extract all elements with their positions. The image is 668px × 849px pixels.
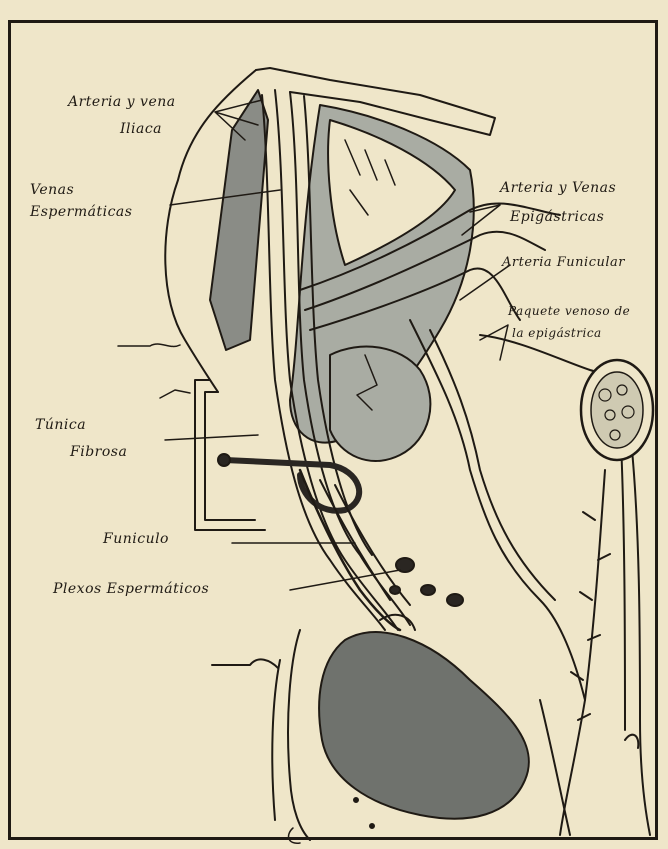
- label-arteria-venas-epigastricas-line1: Arteria y Venas: [500, 180, 616, 196]
- scrotal-outline: [288, 630, 310, 840]
- label-tunica-fibrosa-line2: Fibrosa: [70, 444, 127, 460]
- label-paquete-venoso-line1: Paquete venoso de: [508, 303, 630, 319]
- pointer-paquete: [480, 325, 508, 360]
- label-arteria-vena-iliaca-line2: Iliaca: [120, 121, 162, 137]
- left-bracket: [205, 392, 255, 520]
- iliac-band: [210, 90, 268, 350]
- fibrous-tunic-mass: [330, 347, 430, 461]
- funicular-artery: [410, 320, 585, 700]
- testis: [319, 632, 529, 819]
- label-venas-espermaticas-line1: Venas: [30, 182, 74, 198]
- label-arteria-funicular: Arteria Funicular: [502, 255, 625, 271]
- label-plexos-espermaticos: Plexos Espermáticos: [53, 581, 209, 597]
- pointer-tunica: [165, 435, 258, 440]
- label-arteria-vena-iliaca-line1: Arteria y vena: [68, 94, 176, 110]
- label-tunica-fibrosa-line1: Túnica: [35, 417, 86, 433]
- label-arteria-venas-epigastricas-line2: Epigástricas: [510, 209, 604, 225]
- pointer-plexos: [290, 570, 400, 590]
- label-venas-espermaticas-line2: Espermáticas: [30, 204, 132, 220]
- right-vessel: [560, 470, 605, 835]
- label-funiculo: Funiculo: [103, 531, 169, 547]
- label-paquete-venoso-line2: la epigástrica: [512, 325, 602, 341]
